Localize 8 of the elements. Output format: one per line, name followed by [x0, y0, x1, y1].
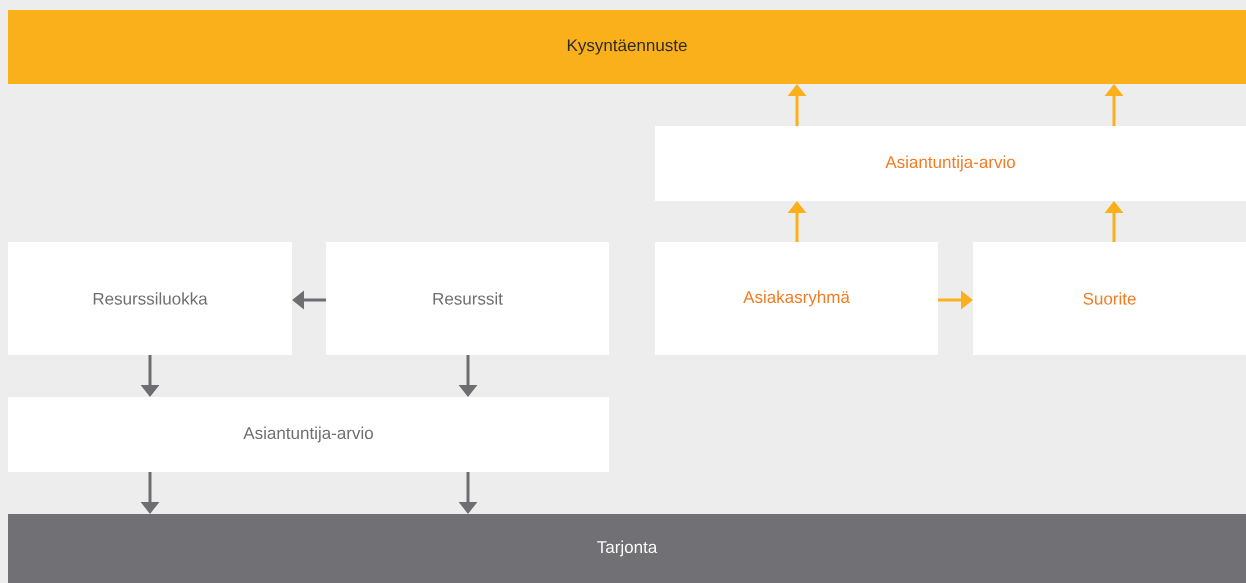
- process-box: Asiakasryhmä: [655, 242, 938, 355]
- process-box: Resurssit: [326, 242, 609, 355]
- process-box: Resurssiluokka: [8, 242, 292, 355]
- process-box: Asiantuntija-arvio: [8, 397, 609, 472]
- process-box: Asiantuntija-arvio: [655, 126, 1246, 201]
- banner: Tarjonta: [8, 514, 1246, 583]
- banner: Kysyntäennuste: [8, 10, 1246, 84]
- process-box: Suorite: [973, 242, 1246, 355]
